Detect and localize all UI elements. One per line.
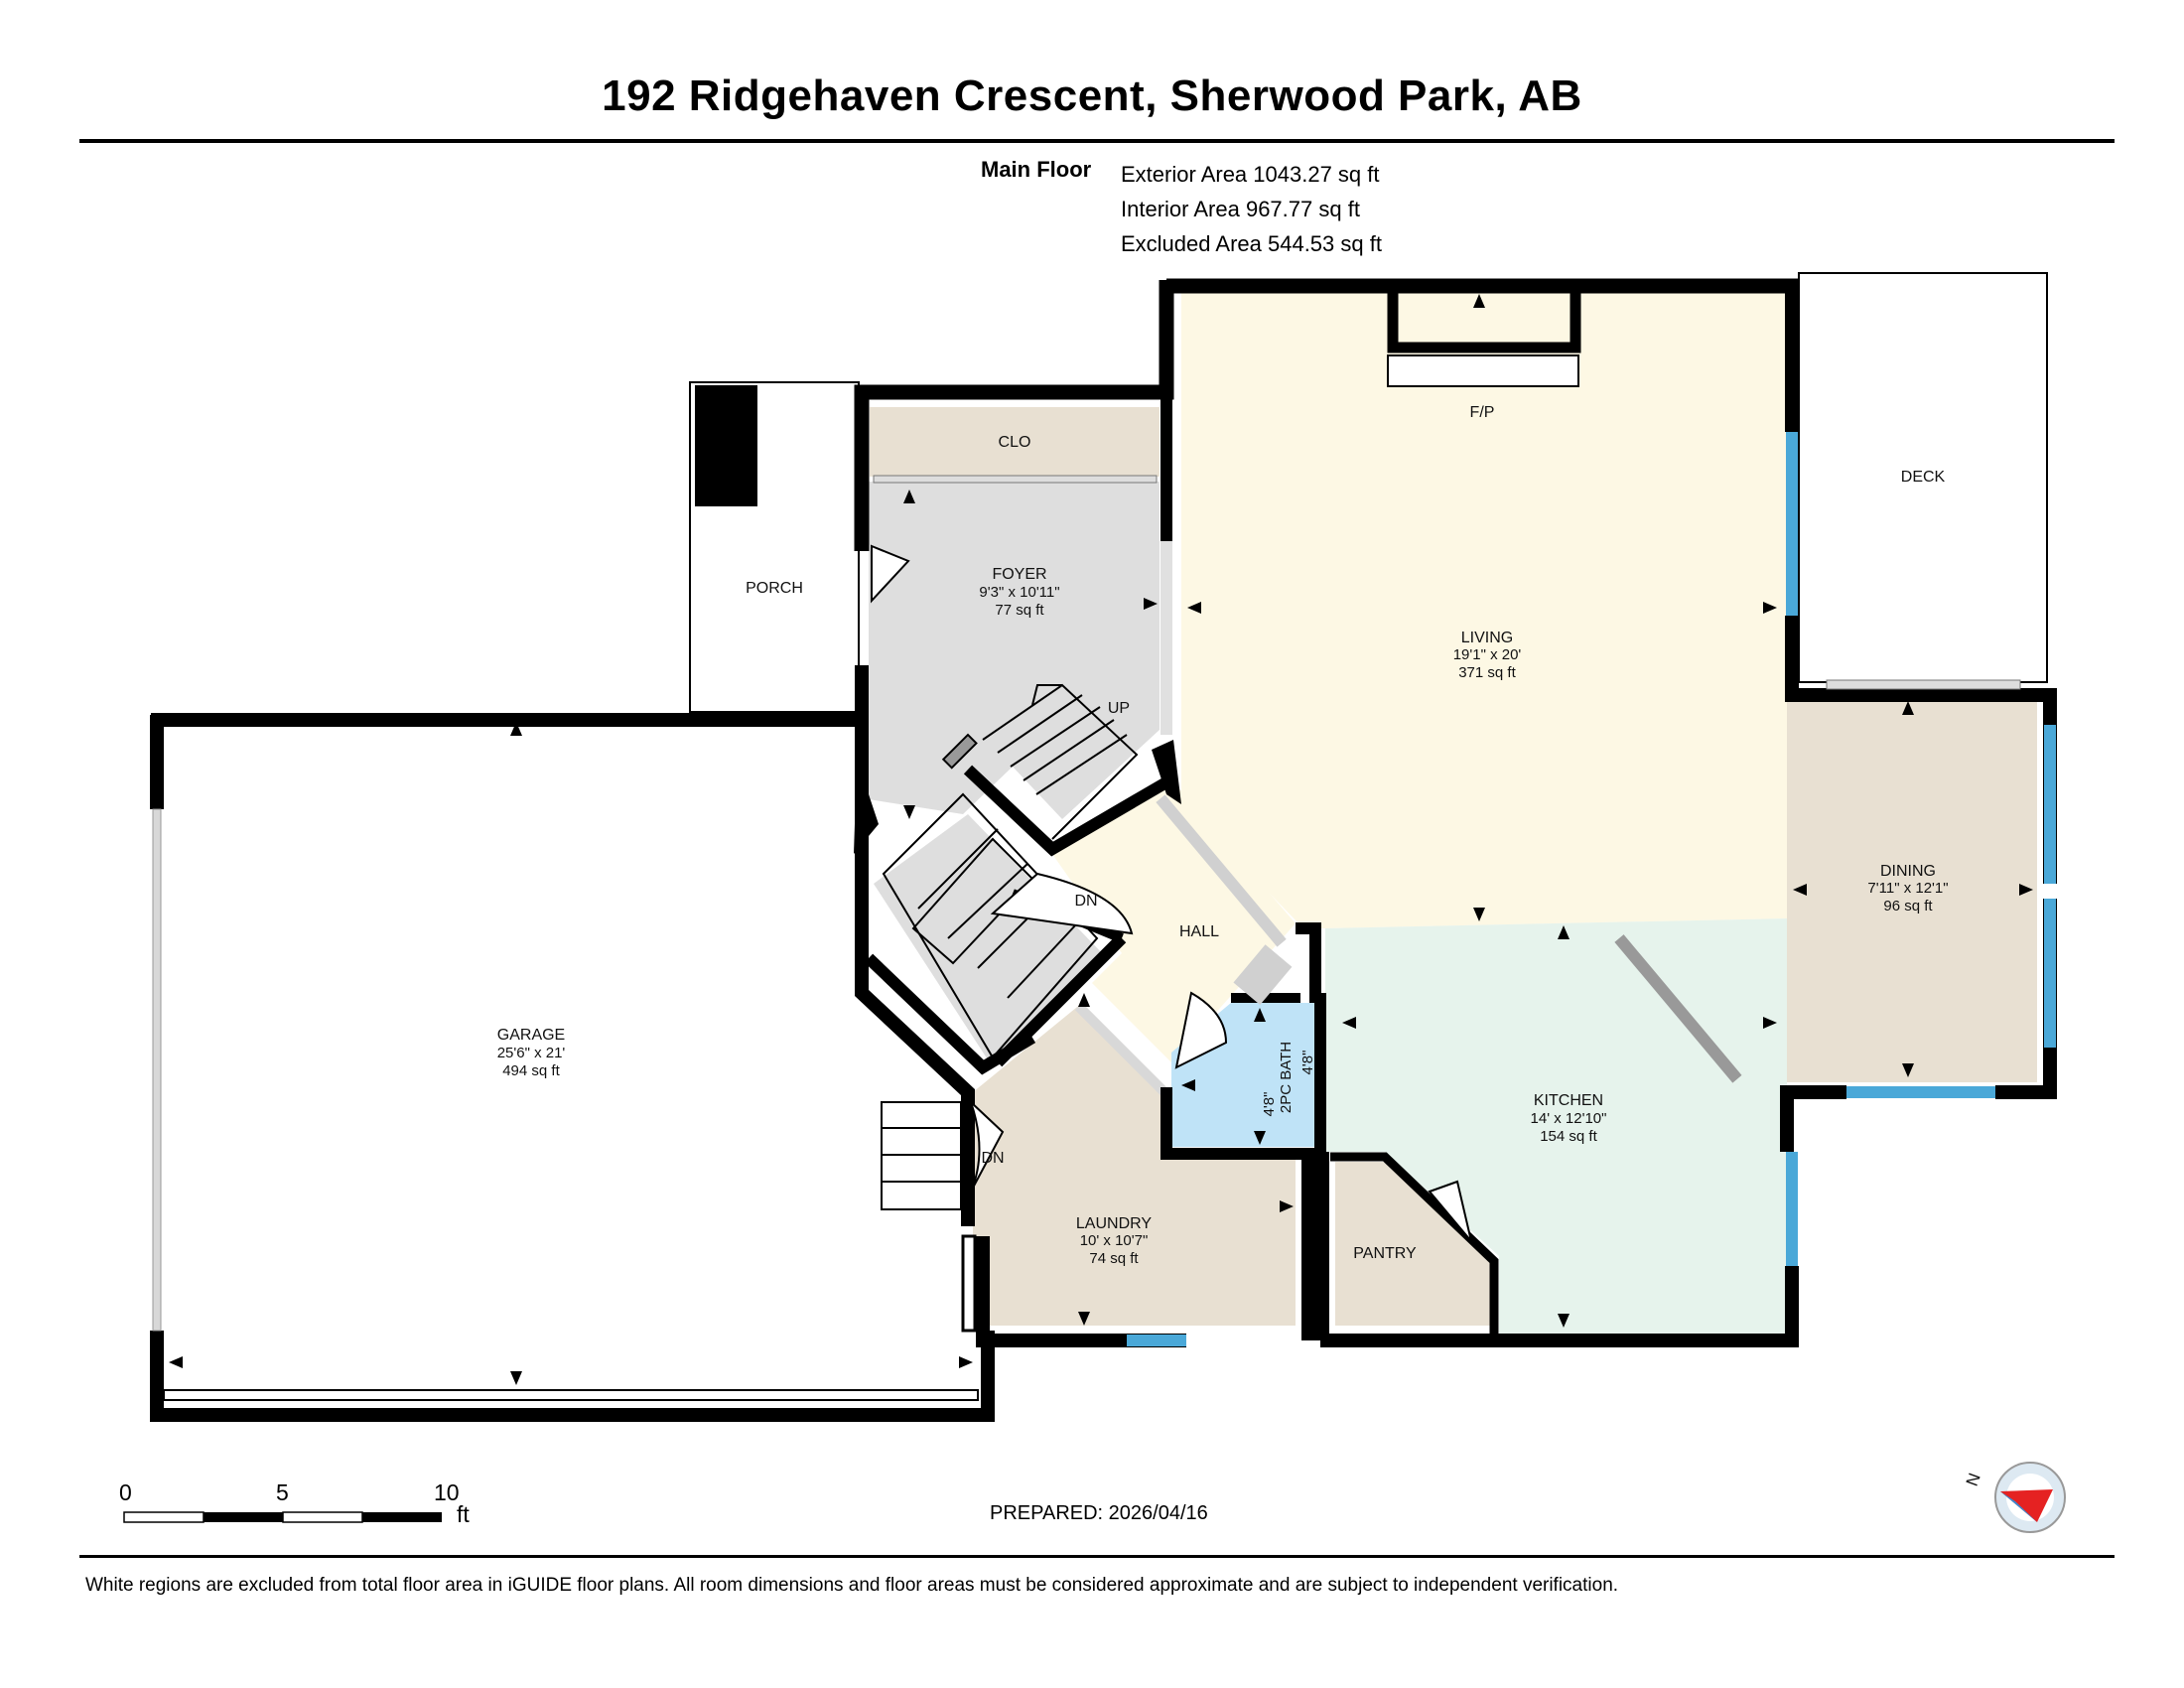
interior-area: Interior Area 967.77 sq ft — [1121, 197, 1360, 221]
window-dining-south — [1846, 1086, 1995, 1098]
wall-bath — [1160, 922, 1326, 1160]
scale-bar — [123, 1511, 442, 1523]
opening-hall-laundry — [1074, 1002, 1173, 1101]
excluded-area: Excluded Area 544.53 sq ft — [1121, 231, 1382, 256]
scale-tick-0: 0 — [119, 1479, 132, 1505]
wall-pantry — [1330, 1152, 1499, 1336]
wall-living-hall-angle — [1152, 740, 1181, 804]
bath-name: 2PC BATH — [1278, 1042, 1295, 1113]
up-label: UP — [1108, 700, 1130, 717]
pantry-fill — [1335, 1162, 1494, 1326]
dining-area: 96 sq ft — [1883, 898, 1933, 914]
kitchen-fill — [1325, 918, 1787, 1336]
hall-fill — [1052, 779, 1296, 1062]
garage-wall-west-lower — [150, 1331, 995, 1422]
garage-name: GARAGE — [497, 1027, 565, 1044]
porch-post — [695, 385, 757, 506]
wall-hall-laundry — [993, 933, 1127, 1067]
floor-label: Main Floor — [981, 157, 1092, 182]
deck-door — [1826, 679, 2021, 690]
laundry-fill — [973, 1003, 1296, 1326]
prepared-date: PREPARED: 2026/04/16 — [990, 1502, 1208, 1524]
window-laundry — [1127, 1335, 1186, 1346]
wall-dining-south — [1780, 1085, 1846, 1152]
kitchen-name: KITCHEN — [1534, 1092, 1603, 1109]
disclaimer-text: White regions are excluded from total fl… — [85, 1575, 1619, 1596]
garage-door — [152, 808, 162, 1332]
kitchen-island — [1614, 934, 1742, 1083]
bath-dims-a: 4'8" — [1261, 1092, 1278, 1117]
pantry-label: PANTRY — [1353, 1245, 1417, 1262]
fireplace-hearth — [1387, 354, 1579, 387]
laundry-name: LAUNDRY — [1076, 1215, 1153, 1232]
kitchen-dims: 14' x 12'10" — [1531, 1110, 1607, 1127]
laundry-dims: 10' x 10'7" — [1080, 1232, 1149, 1249]
exterior-area: Exterior Area 1043.27 sq ft — [1121, 162, 1380, 187]
fireplace-box — [1387, 288, 1581, 353]
clo-label: CLO — [999, 434, 1031, 451]
dining-fill — [1787, 695, 2037, 1082]
dining-dims: 7'11" x 12'1" — [1867, 880, 1948, 897]
door-swings — [871, 544, 1472, 1242]
compass-icon — [1994, 1462, 2066, 1533]
fp-label: F/P — [1470, 404, 1495, 421]
window-dining-east-upper — [2044, 725, 2056, 884]
opening-hall-living — [1156, 794, 1287, 947]
laundry-area: 74 sq ft — [1089, 1250, 1139, 1267]
garage-area: 494 sq ft — [502, 1062, 560, 1079]
window-kitchen-east — [1786, 1152, 1798, 1266]
foyer-name: FOYER — [992, 566, 1046, 583]
header-divider — [79, 139, 2115, 143]
deck-label: DECK — [1901, 469, 1946, 486]
wall-foyer-north — [854, 280, 1174, 551]
clo-fill — [870, 407, 1160, 477]
dn-hall-label: DN — [1074, 893, 1097, 910]
wall-hall-stair — [963, 765, 1175, 857]
garage-dims: 25'6" x 21' — [497, 1045, 566, 1061]
page-title: 192 Ridgehaven Crescent, Sherwood Park, … — [602, 71, 1582, 120]
living-area: 371 sq ft — [1458, 664, 1516, 681]
living-dims: 19'1" x 20' — [1453, 646, 1522, 663]
porch-label: PORCH — [746, 580, 803, 597]
window-living-east — [1786, 432, 1798, 616]
footer-divider — [79, 1555, 2115, 1558]
window-dining-east-lower — [2044, 899, 2056, 1048]
measurement-arrows — [169, 294, 2033, 1385]
opening-foyer-living — [1160, 541, 1172, 735]
stairs-up — [941, 683, 1139, 840]
scale-tick-5: 5 — [276, 1479, 289, 1505]
foyer-dims: 9'3" x 10'11" — [979, 584, 1059, 601]
deck-outline — [1798, 272, 2048, 683]
wall-foyer-angle — [854, 794, 879, 854]
bath-counter — [1233, 944, 1293, 1006]
garage-steps — [881, 1101, 962, 1210]
bath-dims-b: 4'8" — [1299, 1051, 1316, 1075]
living-fill — [1181, 291, 1787, 928]
wall-kitchen-east — [1320, 1266, 1799, 1347]
compass-north-label: N — [1963, 1471, 1984, 1488]
area-summary: Exterior Area 1043.27 sq ft Interior Are… — [1121, 157, 1382, 261]
scale-tick-10: 10 — [434, 1479, 460, 1505]
closet-door — [873, 475, 1158, 484]
kitchen-area: 154 sq ft — [1540, 1128, 1597, 1145]
dining-name: DINING — [1880, 863, 1936, 880]
scale-unit: ft — [457, 1501, 470, 1527]
dn-laundry-label: DN — [981, 1150, 1004, 1167]
foyer-area: 77 sq ft — [995, 602, 1044, 619]
hall-label: HALL — [1179, 923, 1219, 940]
living-name: LIVING — [1461, 630, 1513, 646]
garage-lintel — [163, 1389, 979, 1401]
window-laundry-west — [961, 1234, 977, 1333]
foyer-fill — [869, 482, 1160, 819]
